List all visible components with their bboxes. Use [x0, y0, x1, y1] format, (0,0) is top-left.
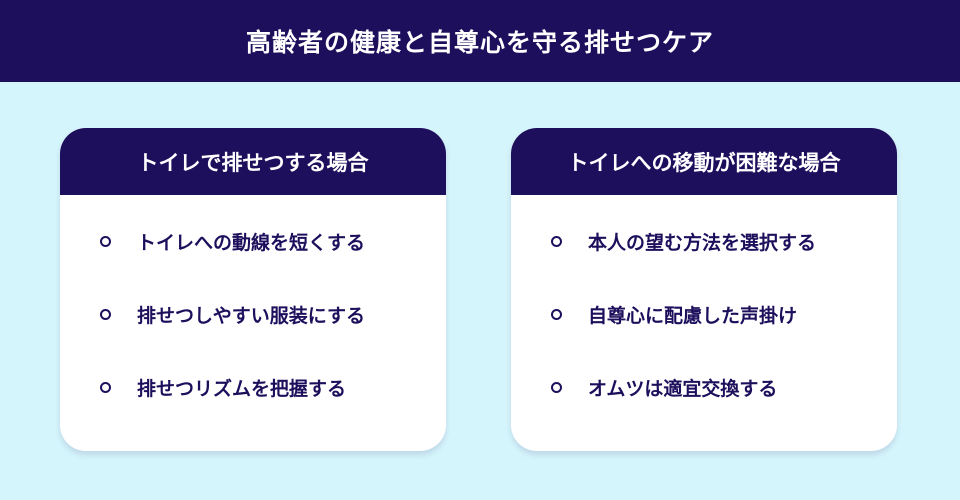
- circle-bullet-icon: [100, 381, 111, 393]
- circle-bullet-icon: [551, 235, 562, 247]
- list-item: 排せつリズムを把握する: [100, 372, 346, 402]
- list-item-text: 自尊心に配慮した声掛け: [588, 304, 798, 327]
- card-difficult-movement: トイレへの移動が困難な場合 本人の望む方法を選択する 自尊心に配慮した声掛け オ…: [511, 128, 897, 451]
- list-item-text: 排せつリズムを把握する: [137, 377, 347, 400]
- circle-bullet-icon: [100, 235, 111, 247]
- card-header: トイレへの移動が困難な場合: [511, 128, 897, 195]
- card-header: トイレで排せつする場合: [60, 128, 446, 195]
- circle-bullet-icon: [100, 308, 111, 320]
- card-toilet: トイレで排せつする場合 トイレへの動線を短くする 排せつしやすい服装にする 排せ…: [60, 128, 446, 451]
- card-title: トイレで排せつする場合: [137, 150, 369, 175]
- title-banner: 高齢者の健康と自尊心を守る排せつケア: [0, 0, 960, 82]
- list-item-text: 本人の望む方法を選択する: [588, 231, 817, 254]
- list-item: 自尊心に配慮した声掛け: [551, 299, 797, 329]
- list-item-text: 排せつしやすい服装にする: [137, 304, 366, 327]
- card-title: トイレへの移動が困難な場合: [567, 150, 841, 175]
- circle-bullet-icon: [551, 381, 562, 393]
- list-item: トイレへの動線を短くする: [100, 226, 365, 256]
- page-title: 高齢者の健康と自尊心を守る排せつケア: [245, 28, 714, 57]
- list-item: 排せつしやすい服装にする: [100, 299, 365, 329]
- circle-bullet-icon: [551, 308, 562, 320]
- list-item-text: オムツは適宜交換する: [588, 377, 778, 400]
- list-item-text: トイレへの動線を短くする: [137, 231, 366, 254]
- list-item: 本人の望む方法を選択する: [551, 226, 816, 256]
- list-item: オムツは適宜交換する: [551, 372, 777, 402]
